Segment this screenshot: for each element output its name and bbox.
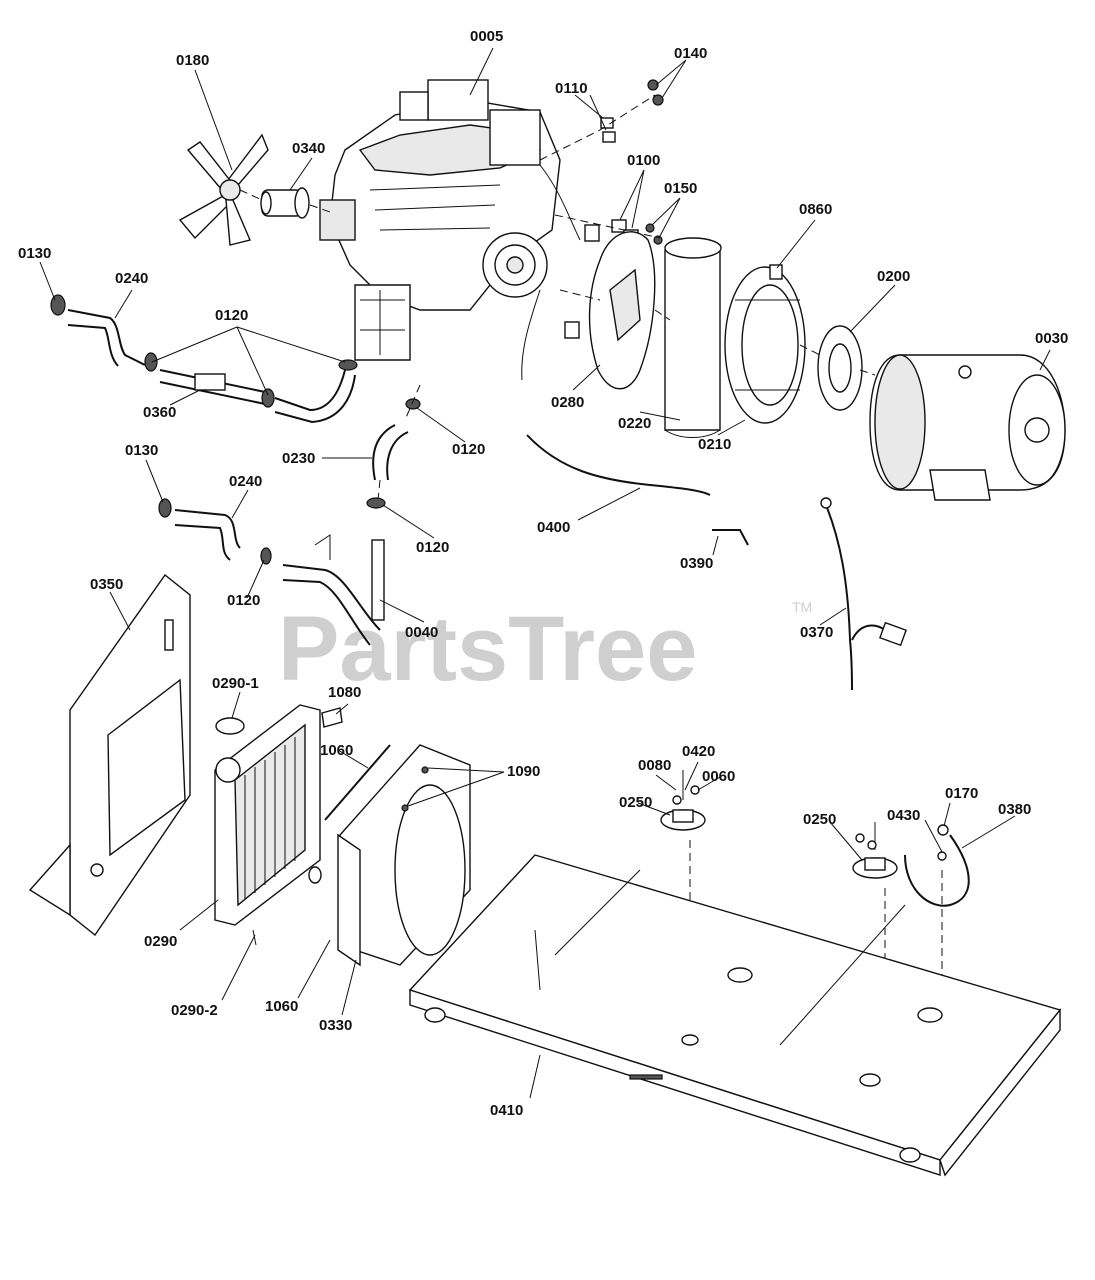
parts-0150	[645, 223, 663, 245]
callout-0040: 0040	[405, 624, 438, 641]
callout-1090: 1090	[507, 763, 540, 780]
callout-0120-middle: 0120	[452, 441, 485, 458]
callout-0360: 0360	[143, 404, 176, 421]
callout-0180: 0180	[176, 52, 209, 69]
shroud-0220	[664, 237, 722, 438]
parts-0140	[647, 79, 664, 106]
callout-0120-lower: 0120	[416, 539, 449, 556]
engine-0005	[319, 79, 600, 381]
callout-0220: 0220	[618, 415, 651, 432]
callout-0005: 0005	[470, 28, 503, 45]
isolator-0250-b	[852, 822, 898, 879]
fan-0180	[178, 133, 269, 246]
callout-1080: 1080	[328, 684, 361, 701]
ground-wire-0400	[526, 434, 711, 496]
callout-0290: 0290	[144, 933, 177, 950]
ring-0210	[724, 264, 806, 424]
side-panel-0350	[28, 573, 191, 937]
callout-0140: 0140	[674, 45, 707, 62]
callout-0380: 0380	[998, 801, 1031, 818]
callout-0400: 0400	[537, 519, 570, 536]
wire-0390	[712, 529, 749, 546]
callout-0350: 0350	[90, 576, 123, 593]
isolator-0250-a	[660, 770, 706, 831]
callout-1060-lower: 1060	[265, 998, 298, 1015]
radiator-0290	[214, 704, 343, 946]
callout-0280: 0280	[551, 394, 584, 411]
callout-0210: 0210	[698, 436, 731, 453]
callout-0150: 0150	[664, 180, 697, 197]
callout-labels: 0005 0180 0340 0110 0140 0100 0150 0860 …	[18, 28, 1068, 1119]
callout-0240-upper: 0240	[115, 270, 148, 287]
watermark: PartsTree	[278, 598, 697, 700]
callout-0250-left: 0250	[619, 794, 652, 811]
seal-strip-1060	[324, 744, 391, 821]
callout-0290-1: 0290-1	[212, 675, 259, 692]
callout-0240-lower: 0240	[229, 473, 262, 490]
callout-0290-2: 0290-2	[171, 1002, 218, 1019]
callout-1060-upper: 1060	[320, 742, 353, 759]
callout-0200: 0200	[877, 268, 910, 285]
callout-0100: 0100	[627, 152, 660, 169]
watermark-trademark: TM	[792, 599, 812, 615]
callout-0330: 0330	[319, 1017, 352, 1034]
callout-0410: 0410	[490, 1102, 523, 1119]
callout-0250-right: 0250	[803, 811, 836, 828]
fan-shroud-0330	[337, 744, 471, 967]
middle-hose-assembly	[366, 384, 421, 509]
callout-0170: 0170	[945, 785, 978, 802]
callout-0370: 0370	[800, 624, 833, 641]
callout-0390: 0390	[680, 555, 713, 572]
callout-0860: 0860	[799, 201, 832, 218]
harness-0370	[820, 497, 907, 691]
disc-0200	[817, 325, 863, 411]
callout-0130-lower: 0130	[125, 442, 158, 459]
callout-0120-bottom: 0120	[227, 592, 260, 609]
ground-wire-0380	[904, 824, 970, 990]
base-frame-0410	[408, 854, 1062, 1177]
upper-hose-assembly	[50, 294, 358, 424]
callout-0130-upper: 0130	[18, 245, 51, 262]
adapter-plate-0280	[588, 231, 656, 390]
callout-0430: 0430	[887, 807, 920, 824]
callout-0030: 0030	[1035, 330, 1068, 347]
callout-0420: 0420	[682, 743, 715, 760]
generator-0030	[869, 354, 1066, 501]
callout-0340: 0340	[292, 140, 325, 157]
spacer-0340	[260, 187, 310, 219]
callout-0230: 0230	[282, 450, 315, 467]
callout-0120-upper: 0120	[215, 307, 248, 324]
leader-lines	[39, 47, 1051, 1099]
callout-0080: 0080	[638, 757, 671, 774]
callout-0060: 0060	[702, 768, 735, 785]
parts-0110	[600, 117, 616, 143]
callout-0110: 0110	[555, 80, 588, 97]
